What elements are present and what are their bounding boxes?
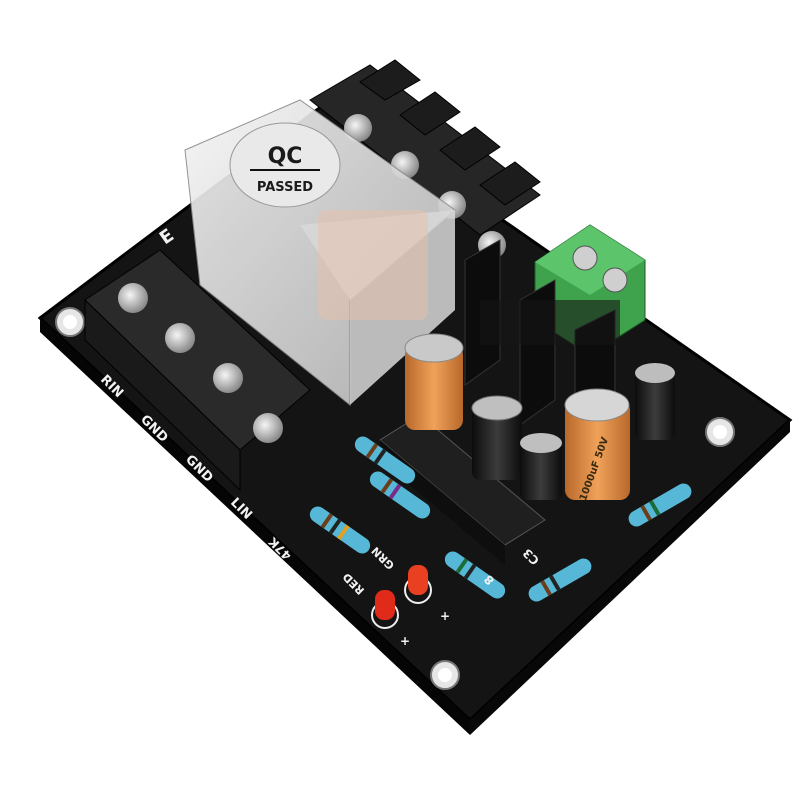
green-led-position xyxy=(408,565,428,595)
label-plus-grn: + xyxy=(440,609,450,623)
left-terminal-block xyxy=(84,249,311,492)
qc-sticker-line1: QC xyxy=(268,144,303,169)
relay: QC PASSED xyxy=(184,99,456,407)
resistors xyxy=(309,436,692,602)
qc-sticker-line2: PASSED xyxy=(257,180,313,195)
leds xyxy=(371,565,432,629)
qc-sticker xyxy=(229,122,341,208)
red-led xyxy=(375,590,395,620)
label-plus-red: + xyxy=(400,634,410,648)
top-terminal-block xyxy=(309,59,541,259)
capacitors: 1000uF 50V xyxy=(404,333,675,502)
mounting-holes xyxy=(55,307,735,690)
heatsinks xyxy=(464,239,620,451)
